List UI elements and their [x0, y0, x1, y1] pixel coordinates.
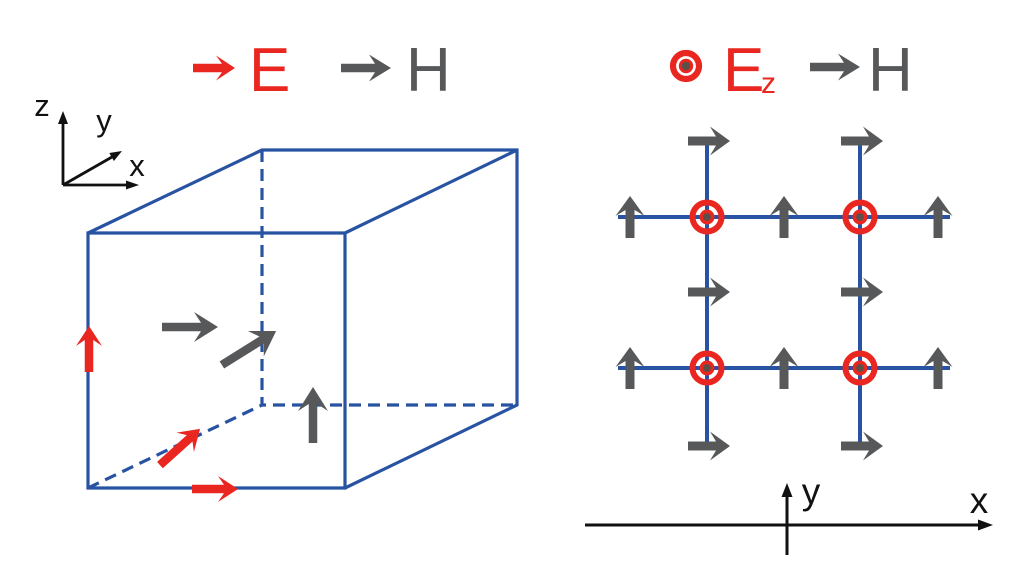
- legend-2d: E z H: [723, 36, 913, 105]
- h-arrow-right: [688, 126, 730, 156]
- legend-ez-subscript: z: [761, 67, 776, 100]
- ez-node: [689, 350, 725, 386]
- legend-e-arrow: [193, 55, 235, 81]
- ez-outer-ring: [689, 199, 725, 235]
- axis-y-label: y: [96, 103, 112, 138]
- h-arrow-right: [841, 431, 883, 461]
- cube: [86, 148, 519, 490]
- axis-z-arrowhead: [58, 111, 68, 124]
- panel-2d-grid: E z H x y: [585, 36, 993, 555]
- grid-lines: [618, 143, 950, 450]
- legend-ez-symbol: [669, 49, 703, 83]
- ez-node: [689, 199, 725, 235]
- axis-z-label: z: [34, 88, 50, 123]
- h-arrow-right: [841, 277, 883, 307]
- legend-h-label-2d: H: [868, 36, 913, 105]
- axes-3d: z y x: [34, 88, 145, 190]
- ez-node: [842, 199, 878, 235]
- x-axis-label: x: [970, 480, 989, 521]
- ez-symbols: [669, 49, 878, 386]
- ez-center-dot: [703, 213, 711, 221]
- ez-center-dot: [856, 364, 864, 372]
- x-axis-arrowhead: [978, 519, 993, 531]
- field-arrows-2d: [615, 53, 953, 461]
- ez-center-dot: [703, 364, 711, 372]
- h-arrow-up: [615, 347, 645, 389]
- h-arrow-y-face: [219, 331, 277, 369]
- h-arrow-right: [841, 126, 883, 156]
- y-axis-label: y: [802, 471, 821, 512]
- ez-center-dot: [681, 61, 691, 71]
- h-arrow-z-face: [298, 387, 328, 443]
- field-arrows-3d: [76, 54, 391, 502]
- h-arrow-x-face: [162, 312, 218, 342]
- axis-y-arrowhead: [109, 151, 122, 161]
- h-arrow-up: [923, 196, 953, 238]
- ez-outer-ring: [669, 49, 703, 83]
- h-arrow-right: [688, 277, 730, 307]
- h-arrow-up: [769, 196, 799, 238]
- y-axis-arrowhead: [781, 483, 793, 497]
- h-arrow-right: [688, 431, 730, 461]
- axis-x-arrowhead: [126, 180, 139, 190]
- ez-center-dot: [856, 213, 864, 221]
- e-arrow-y-edge: [157, 428, 201, 469]
- ez-node: [842, 350, 878, 386]
- legend-h-arrow: [341, 54, 391, 82]
- ez-outer-ring: [842, 199, 878, 235]
- ez-outer-ring: [842, 350, 878, 386]
- legend-h-arrow-2d: [810, 53, 860, 81]
- h-arrow-up: [769, 347, 799, 389]
- cube-solid-edges: [86, 148, 519, 490]
- e-arrow-z-edge: [76, 326, 102, 372]
- legend-h-label: H: [406, 36, 451, 105]
- h-arrow-up: [615, 196, 645, 238]
- legend-ez-label: E: [723, 36, 764, 105]
- panel-3d-yee-cell: E H z y x: [34, 36, 519, 502]
- e-arrow-x-edge: [192, 476, 238, 502]
- ez-outer-ring: [689, 350, 725, 386]
- h-arrow-up: [923, 347, 953, 389]
- axes-3d-lines: [61, 122, 127, 187]
- legend-e-label: E: [249, 36, 290, 105]
- grid-2d: [618, 143, 950, 450]
- axis-x-label: x: [129, 148, 145, 183]
- legend-3d: E H: [249, 36, 451, 105]
- axes-2d: x y: [585, 471, 993, 555]
